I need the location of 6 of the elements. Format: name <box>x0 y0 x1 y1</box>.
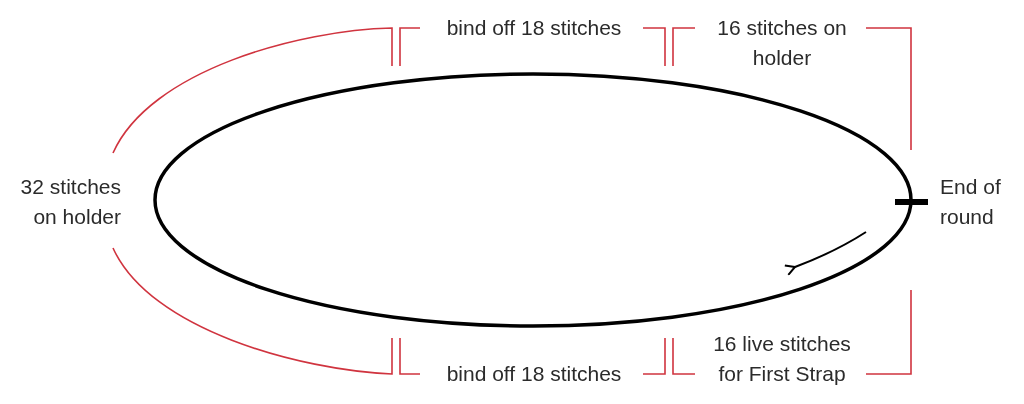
stitch-label: bind off 18 stitches <box>445 15 623 41</box>
stitch-label: End of round <box>940 174 1002 230</box>
stitch-label: 32 stitches on holder <box>19 174 121 230</box>
stitch-label: bind off 18 stitches <box>445 361 623 387</box>
stitch-label: 16 stitches on holder <box>716 15 848 71</box>
stitch-label: 16 live stitches for First Strap <box>712 331 852 387</box>
